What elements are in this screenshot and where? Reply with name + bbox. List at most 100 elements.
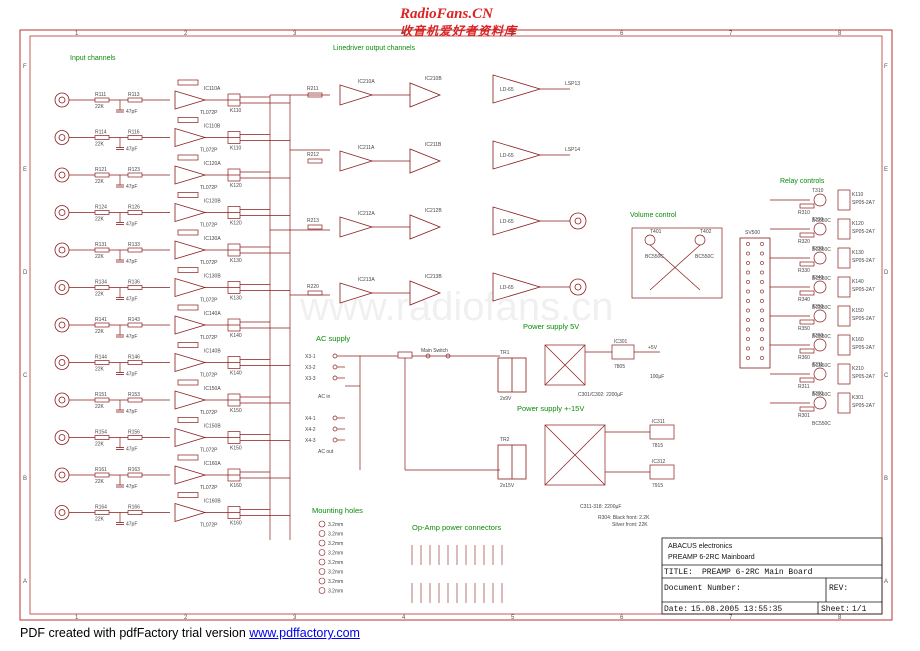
sv500-connector: SV500 [739, 230, 771, 369]
resistor-b [127, 510, 143, 515]
relay-coil-type: SP05-2A7 [852, 316, 875, 322]
sv-pin [746, 346, 750, 351]
resistor-b-label: R146 [128, 355, 140, 361]
ac-pin-label: X3-2 [305, 365, 316, 371]
opamp-symbol [174, 465, 207, 485]
relay-resistor-label: R301 [798, 413, 810, 419]
grid-col-top: 6 [620, 31, 624, 37]
cap-label: 47pF [126, 484, 137, 490]
rca-jack [54, 167, 70, 183]
ac-in-label: AC in [318, 394, 330, 400]
opamp-type: TL072P [200, 110, 218, 116]
rca-jack-inner [58, 359, 66, 366]
sv-pin [760, 346, 764, 351]
resistor-label: R114 [95, 130, 107, 136]
sv-pin [746, 327, 750, 332]
sv-pin [760, 242, 764, 246]
pdf-footer: PDF created with pdfFactory trial versio… [20, 626, 360, 640]
cap-label: 47pF [126, 147, 137, 153]
mounting-hole [318, 587, 326, 594]
resistor [94, 210, 110, 215]
relay-k-label: K120 [852, 221, 864, 227]
relay-k-label: K160 [852, 337, 864, 343]
relay-transistor-label: T310 [812, 188, 824, 194]
frame-outer [19, 29, 893, 621]
relay-transistor [813, 338, 827, 352]
relay-resistor-label: R311 [798, 384, 810, 390]
resistor [94, 397, 110, 403]
vreg15-type1: 7815 [652, 443, 663, 449]
tb-title-value: PREAMP 6-2RC Main Board [702, 568, 813, 577]
relay-coil-type: SP05-2A7 [852, 200, 875, 206]
relay-coil-type: SP05-2A7 [852, 229, 875, 235]
ld-out-jack [569, 278, 587, 296]
ld-resistor-label: R212 [307, 152, 319, 158]
opamp-symbol [174, 315, 207, 335]
grid-col-top: 1 [75, 31, 79, 37]
ac-supply-block: X3-1X3-2X3-3X4-1X4-2X4-3 AC in AC out Ma… [305, 348, 500, 471]
opamp-symbol [174, 427, 207, 448]
relay-resistor [799, 319, 815, 325]
relay-contact [227, 168, 241, 182]
opamp-label: IC160A [204, 461, 221, 467]
tb-sheet-label: Sheet: [821, 605, 850, 614]
mounting-hole-size: 3.2mm [328, 551, 343, 557]
relay-coil [837, 189, 851, 211]
relay-contact [227, 506, 241, 519]
sv-pin [760, 327, 764, 332]
sv-pin [760, 280, 764, 284]
mounting-hole-size: 3.2mm [328, 532, 343, 538]
rca-jack [54, 392, 70, 408]
feedback-resistor [177, 379, 199, 386]
resistor-value: 22K [95, 329, 105, 335]
relay-transistor-label: T330 [812, 246, 824, 252]
relay-contact [227, 281, 241, 294]
sv-pin [760, 356, 764, 360]
resistor-b-label: R126 [128, 205, 140, 211]
resistor-label: R154 [95, 430, 107, 436]
resistor [94, 435, 110, 440]
watermark-site: RadioFans.CN [400, 6, 493, 22]
vreg5-type: 7805 [614, 364, 625, 370]
grid-col-top: 4 [402, 31, 406, 37]
ld-opamp1 [339, 150, 374, 172]
opamp-label: IC110A [204, 86, 221, 92]
vreg5-ic: IC301 [614, 339, 628, 345]
mounting-hole-size: 3.2mm [328, 589, 343, 595]
relay-contact [227, 431, 241, 444]
resistor-b [127, 472, 143, 478]
ld-driver [492, 140, 542, 170]
resistor-b [127, 322, 143, 328]
resistor-b-label: R163 [128, 467, 140, 473]
relay-transistor-type: BC550C [812, 392, 831, 398]
relay-contact [227, 356, 241, 369]
resistor-b-label: R133 [128, 242, 140, 248]
feedback-resistor [177, 154, 199, 161]
grid-col-bottom: 4 [402, 615, 406, 621]
resistor-b [127, 285, 143, 290]
resistor-label: R164 [95, 505, 107, 511]
relay-coil [837, 334, 851, 356]
relay-label: K120 [230, 221, 242, 227]
relay-coil-type: SP05-2A7 [852, 258, 875, 264]
resistor-label: R151 [95, 392, 107, 398]
opamp-type: TL072P [200, 260, 218, 266]
footer-link[interactable]: www.pdffactory.com [249, 626, 360, 640]
opamp-label: IC160B [204, 499, 221, 505]
grid-col-top: 7 [729, 31, 733, 37]
ld-out-label: LSP13 [565, 81, 580, 87]
relay-transistor [813, 251, 827, 265]
grid-col-bottom: 8 [838, 615, 842, 621]
relay-transistor-type: BC550C [812, 305, 831, 311]
ld-driver-label: LD-65 [500, 87, 514, 93]
resistor-label: R161 [95, 467, 107, 473]
resistor-b-label: R113 [128, 92, 140, 98]
resistor [94, 247, 110, 253]
tb-sheet-value: 1/1 [852, 605, 867, 614]
